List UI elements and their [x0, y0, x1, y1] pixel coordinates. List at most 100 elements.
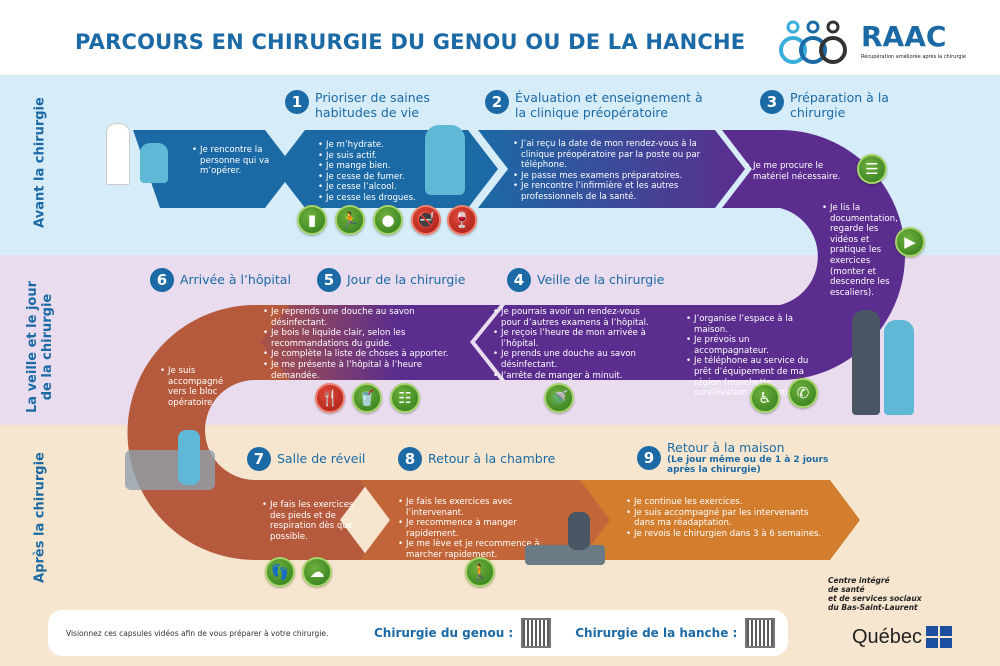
hip-video-label: Chirurgie de la hanche : [575, 626, 738, 640]
org-line-2: et de services sociaux [828, 594, 922, 603]
list-item: J’organise l’espace à la maison. [686, 314, 816, 335]
step-number: 5 [317, 268, 341, 292]
list-item: J’ai reçu la date de mon rendez-vous à l… [513, 139, 713, 171]
walking-icon: 🚶 [465, 557, 495, 587]
video-links-box: Visionnez ces capsules vidéos afin de vo… [48, 610, 788, 656]
list-item: Je recommence à manger rapidement. [398, 518, 558, 539]
step-6-list: Je suis accompagné vers le bloc opératoi… [160, 366, 230, 408]
quebec-flag-icon [926, 626, 953, 648]
step-7-heading: 7 Salle de réveil [247, 447, 387, 471]
list-item: Je passe mes examens préparatoires. [513, 171, 713, 182]
step-3-heading: 3 Préparation à la chirurgie [760, 90, 890, 120]
step-title: Jour de la chirurgie [347, 272, 466, 287]
raac-logo-name: RAAC [861, 20, 947, 53]
step-7-list: Je fais les exercices des pieds et de re… [262, 500, 357, 542]
list-item: Je complète la liste de choses à apporte… [263, 349, 463, 360]
step-1-heading: 1 Prioriser de saines habitudes de vie [285, 90, 445, 120]
foot-icon: 👣 [265, 557, 295, 587]
no-alcohol-icon: 🍷 [447, 205, 477, 235]
running-icon: 🏃 [335, 205, 365, 235]
step-6-heading: 6 Arrivée à l’hôpital [150, 268, 315, 292]
water-bottle-icon: ▮ [297, 205, 327, 235]
step-number: 2 [485, 90, 509, 114]
step-3-list-b: Je lis la documentation, regarde les vid… [822, 203, 898, 298]
list-item: Je continue les exercices. [626, 497, 826, 508]
hip-video-qr-code[interactable] [745, 618, 776, 648]
breathing-icon: ☁ [302, 557, 332, 587]
patient-illustration [140, 143, 168, 183]
walker-icon: ♿ [750, 383, 780, 413]
step-number: 3 [760, 90, 784, 114]
step-1-list: Je m’hydrate. Je suis actif. Je mange bi… [318, 140, 438, 204]
step-title: Évaluation et enseignement à la clinique… [515, 90, 703, 120]
intro-list: Je rencontre la personne qui va m’opérer… [192, 145, 272, 177]
step-5-list: Je reprends une douche au savon désinfec… [263, 307, 463, 381]
step-title: Retour à la maison [667, 440, 785, 455]
apple-icon: ● [373, 205, 403, 235]
doctor-illustration [106, 123, 130, 185]
step-2-list: J’ai reçu la date de mon rendez-vous à l… [513, 139, 713, 203]
no-food-icon: 🍴 [315, 383, 345, 413]
list-item: Je fais les exercices avec l’intervenant… [398, 497, 558, 518]
raac-logo: RAAC Récupération améliorée après la chi… [775, 18, 966, 68]
list-item: J’arrête de manger à minuit. [493, 371, 658, 382]
list-item: Je prévois un accompagnateur. [686, 335, 816, 356]
step-4-list: Je pourrais avoir un rendez-vous pour d’… [493, 307, 658, 381]
caregiver-illustration [852, 310, 880, 415]
checklist-icon: ☷ [390, 383, 420, 413]
list-item: Je suis actif. [318, 151, 438, 162]
list-item: Je cesse l’alcool. [318, 182, 438, 193]
knee-video-qr-code[interactable] [521, 618, 552, 648]
list-item: Je mange bien. [318, 161, 438, 172]
no-smoking-icon: 🚭 [411, 205, 441, 235]
list-item: Je pourrais avoir un rendez-vous pour d’… [493, 307, 658, 328]
knee-video-label: Chirurgie du genou : [374, 626, 514, 640]
list-item: Je me lève et je recommence à marcher ra… [398, 539, 558, 560]
step-5-heading: 5 Jour de la chirurgie [317, 268, 487, 292]
list-item: Je rencontre la personne qui va m’opérer… [192, 145, 272, 177]
step-title: Préparation à la chirurgie [790, 90, 889, 120]
step-title: Retour à la chambre [428, 451, 556, 466]
raac-logo-tagline: Récupération améliorée après la chirurgi… [861, 54, 966, 60]
nurse-illustration [178, 430, 200, 485]
list-item: Je reçois l’heure de mon arrivée à l’hôp… [493, 328, 658, 349]
physio-illustration [525, 545, 605, 565]
cisss-logo: Centre intégré de santé et de services s… [828, 576, 922, 612]
step-3-list-c: J’organise l’espace à la maison. Je prév… [686, 314, 816, 399]
step-9-heading: 9 Retour à la maison(Le jour même ou de … [637, 440, 837, 475]
step-8-list: Je fais les exercices avec l’intervenant… [398, 497, 558, 561]
step-subtitle: (Le jour même ou de 1 à 2 jours après la… [667, 455, 829, 475]
page-title: PARCOURS EN CHIRURGIE DU GENOU OU DE LA … [75, 30, 746, 54]
raac-logo-icon [779, 20, 847, 64]
step-number: 7 [247, 447, 271, 471]
list-item: Je cesse les drogues. [318, 193, 438, 204]
step-4-heading: 4 Veille de la chirurgie [507, 268, 677, 292]
phone-icon: ✆ [788, 378, 818, 408]
list-item: Je revois le chirurgien dans 3 à 6 semai… [626, 529, 826, 540]
list-item: Je me procure le matériel nécessaire. [745, 161, 845, 182]
play-icon: ▶ [895, 227, 925, 257]
list-item: Je suis accompagné par les intervenants … [626, 508, 826, 529]
org-line-3: du Bas-Saint-Laurent [828, 603, 918, 612]
footer-text: Visionnez ces capsules vidéos afin de vo… [66, 628, 329, 638]
step-number: 4 [507, 268, 531, 292]
list-item: Je lis la documentation, regarde les vid… [822, 203, 898, 298]
step-number: 1 [285, 90, 309, 114]
list-item: Je bois le liquide clair, selon les reco… [263, 328, 463, 349]
drinking-icon: 🥤 [352, 383, 382, 413]
list-item: Je reprends une douche au savon désinfec… [263, 307, 463, 328]
list-item: Je rencontre l’infirmière et les autres … [513, 181, 713, 202]
step-9-list: Je continue les exercices. Je suis accom… [626, 497, 826, 539]
step-number: 6 [150, 268, 174, 292]
quebec-logo: Québec [852, 626, 953, 648]
step-2-heading: 2 Évaluation et enseignement à la cliniq… [485, 90, 705, 120]
step-8-heading: 8 Retour à la chambre [398, 447, 583, 471]
org-line-1: Centre intégré de santé [828, 576, 890, 594]
list-item: Je fais les exercices des pieds et de re… [262, 500, 357, 542]
step-number: 9 [637, 446, 661, 470]
hospital-bed-illustration [125, 450, 215, 490]
list-item: Je m’hydrate. [318, 140, 438, 151]
athlete-illustration [425, 125, 465, 195]
step-title: Arrivée à l’hôpital [180, 272, 291, 287]
senior-illustration [884, 320, 914, 415]
